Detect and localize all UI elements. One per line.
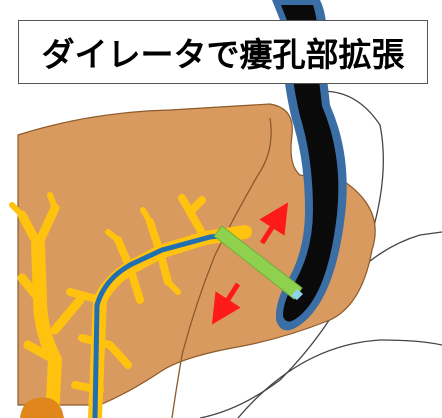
diagram-title: ダイレータで瘻孔部拡張: [42, 28, 405, 76]
title-box: ダイレータで瘻孔部拡張: [18, 20, 428, 84]
lower-organ-outline: [238, 340, 442, 418]
